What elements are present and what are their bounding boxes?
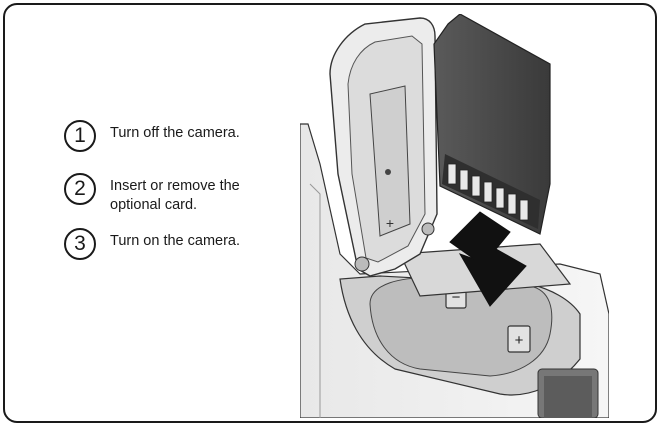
insert-direction-arrow-icon bbox=[449, 211, 527, 307]
step-3: 3 Turn on the camera. bbox=[64, 228, 270, 260]
step-number-3: 3 bbox=[64, 228, 96, 260]
sd-card bbox=[433, 14, 551, 235]
battery-door: + bbox=[329, 17, 438, 277]
step-number-2: 2 bbox=[64, 173, 96, 205]
step-text-2: Insert or remove the optional card. bbox=[110, 178, 240, 213]
step-text-1: Turn off the camera. bbox=[110, 125, 240, 141]
svg-text:+: + bbox=[386, 215, 394, 231]
step-text-3: Turn on the camera. bbox=[110, 233, 241, 249]
battery-minus-mark: − bbox=[452, 289, 461, 306]
battery-plus-mark: + bbox=[515, 332, 524, 349]
step-2: 2 Insert or remove the optional card. bbox=[64, 173, 270, 215]
camera-card-illustration: − + + bbox=[300, 14, 609, 418]
step-number-1: 1 bbox=[64, 120, 96, 152]
step-1: 1 Turn off the camera. bbox=[64, 120, 270, 152]
